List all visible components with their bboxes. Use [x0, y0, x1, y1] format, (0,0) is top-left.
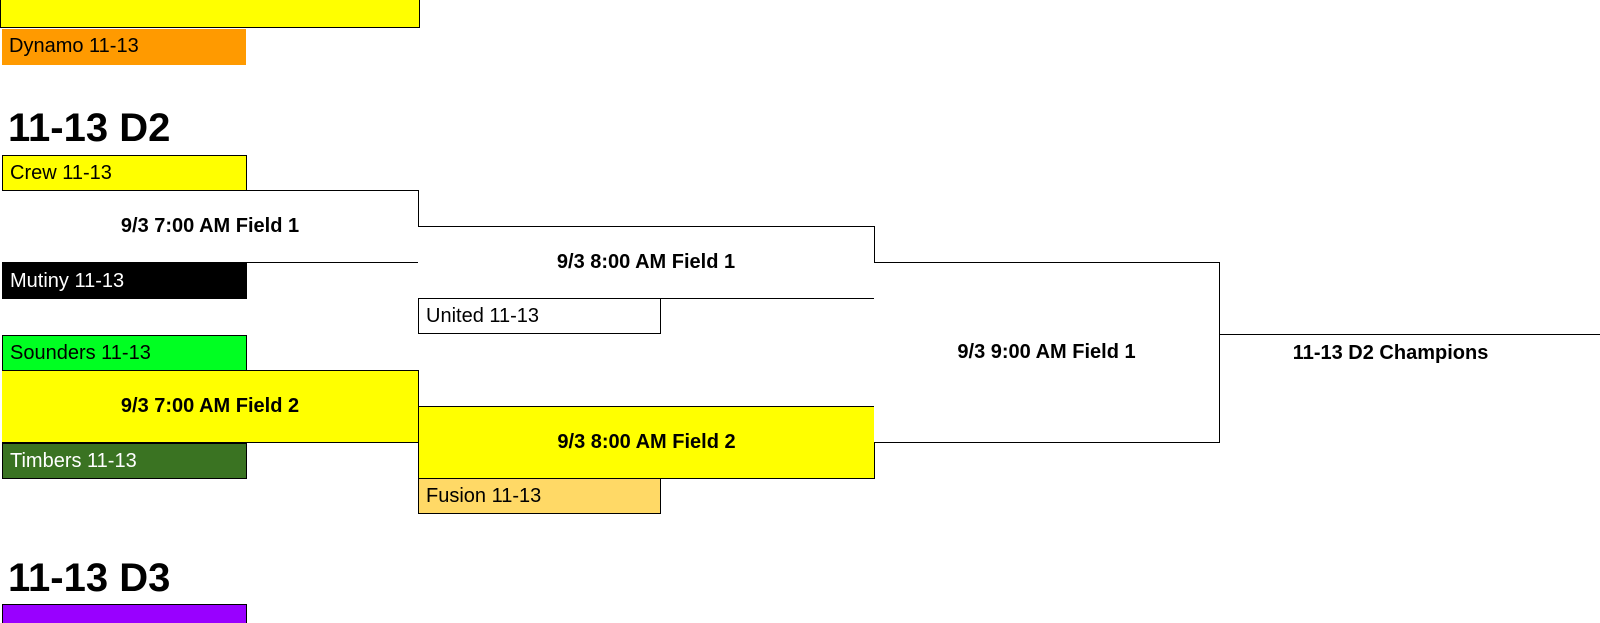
match-label: 9/3 8:00 AM Field 1: [556, 251, 736, 273]
team-united: United 11-13: [418, 298, 661, 334]
match-r1-field1: 9/3 7:00 AM Field 1: [2, 190, 419, 263]
match-r1-field2: 9/3 7:00 AM Field 2: [2, 370, 419, 443]
match-final: 9/3 9:00 AM Field 1: [874, 262, 1220, 443]
team-crew: Crew 11-13: [2, 155, 247, 191]
team-d3-first: [2, 604, 247, 623]
previous-bracket-match: [0, 0, 420, 28]
match-label: 9/3 7:00 AM Field 1: [120, 215, 300, 237]
match-label: 9/3 7:00 AM Field 2: [120, 395, 300, 417]
division-title-d3: 11-13 D3: [8, 556, 171, 600]
match-label: 9/3 9:00 AM Field 1: [957, 341, 1136, 363]
team-sounders: Sounders 11-13: [2, 335, 247, 371]
team-timbers: Timbers 11-13: [2, 443, 247, 479]
match-r2-field2: 9/3 8:00 AM Field 2: [418, 406, 875, 479]
division-title-d2: 11-13 D2: [8, 106, 171, 150]
team-mutiny: Mutiny 11-13: [2, 263, 247, 299]
champion-label: 11-13 D2 Champions: [1292, 342, 1489, 364]
match-label: 9/3 8:00 AM Field 2: [557, 431, 736, 453]
match-r2-field1: 9/3 8:00 AM Field 1: [418, 226, 875, 299]
team-dynamo: Dynamo 11-13: [2, 29, 246, 65]
team-fusion: Fusion 11-13: [418, 478, 661, 514]
champion-line: [1219, 334, 1600, 335]
top-section: Dynamo 11-13: [0, 0, 1600, 70]
